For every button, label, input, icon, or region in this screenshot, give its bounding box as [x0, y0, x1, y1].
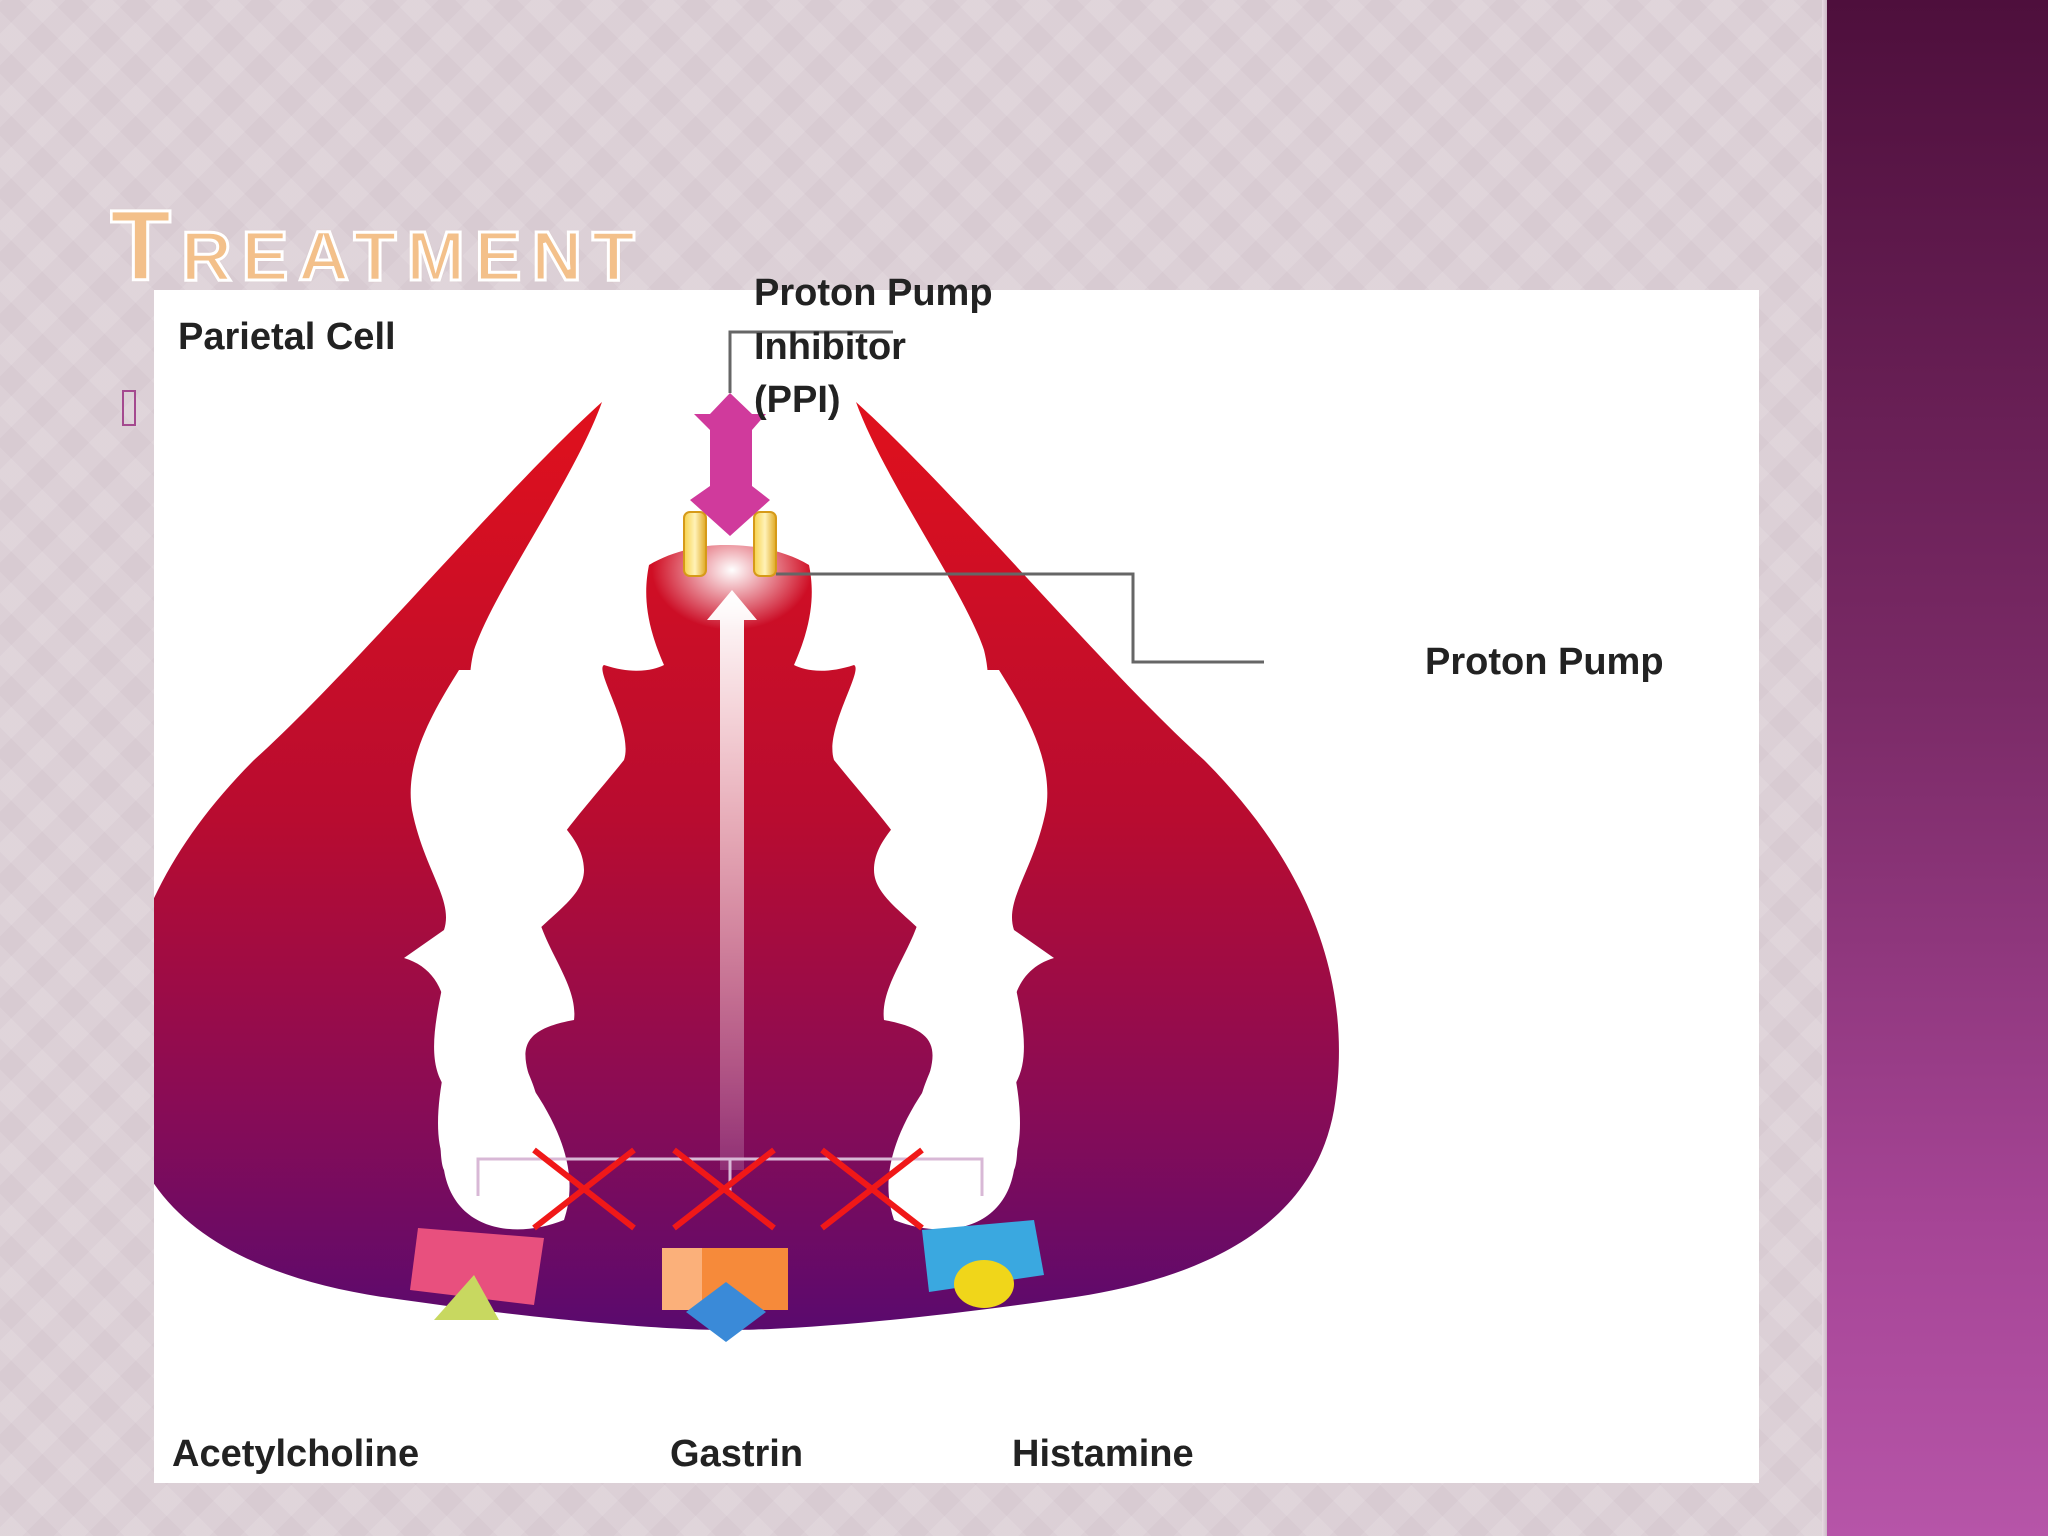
acetylcholine-label: Acetylcholine	[172, 1433, 420, 1475]
acetylcholine-receptor	[410, 1228, 544, 1320]
ppi-label-line-1: Proton Pump	[754, 272, 993, 314]
slide-title: Treatment	[110, 196, 645, 298]
block-x-acetylcholine	[532, 1147, 636, 1231]
histamine-label: Histamine	[1012, 1433, 1194, 1475]
block-x-gastrin	[672, 1147, 776, 1231]
ppi-leader-line	[728, 330, 893, 393]
decorative-sidebar	[1827, 0, 2048, 1536]
ppi-label-line-3: (PPI)	[754, 379, 841, 421]
bullet-glyph-icon	[122, 390, 136, 426]
parietal-cell-label: Parietal Cell	[178, 316, 396, 358]
ppi-label-line-2: Inhibitor	[754, 326, 906, 368]
ppi-molecule	[690, 393, 770, 536]
diagram-artwork	[154, 330, 1339, 1342]
histamine-receptor	[922, 1220, 1044, 1308]
block-x-histamine	[820, 1147, 924, 1231]
sidebar-edge	[1822, 0, 1830, 1536]
parietal-cell-diagram: Parietal Cell Proton Pump Inhibitor (PPI…	[154, 272, 1759, 1483]
gastrin-label: Gastrin	[670, 1433, 804, 1475]
left-inner-pocket	[404, 670, 584, 1183]
right-inner-pocket	[874, 670, 1054, 1183]
gastrin-receptor	[662, 1248, 788, 1342]
acid-secretion-arrow	[707, 590, 757, 1170]
parietal-cell-body	[154, 402, 1339, 1330]
proton-pump-label: Proton Pump	[1425, 641, 1664, 683]
proton-pump-right	[753, 511, 777, 577]
proton-pump-left	[683, 511, 707, 577]
proton-pump-leader-line	[776, 572, 1264, 664]
